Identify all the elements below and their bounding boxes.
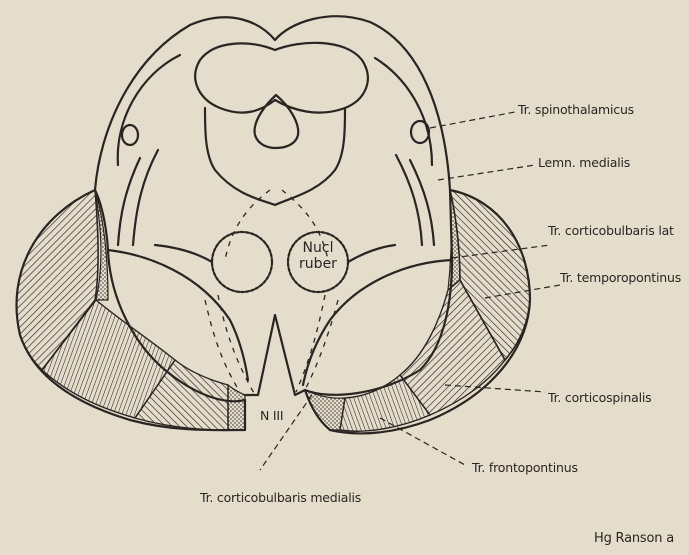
label-lemniscus-medialis: Lemn. medialis (538, 157, 630, 170)
cerebral-aqueduct (255, 95, 299, 148)
left-tr-spinothalamicus (122, 125, 138, 145)
left-red-nucleus (212, 232, 272, 292)
central-gray-outline (205, 108, 345, 205)
label-tr-frontopontinus: Tr. frontopontinus (472, 462, 578, 475)
leader-lemniscus (438, 165, 535, 180)
left-oculomotor-fibres-2 (205, 300, 240, 392)
label-tr-corticobulbaris-lat: Tr. corticobulbaris lat (548, 225, 674, 238)
tectum-outer-left (118, 55, 180, 165)
label-tr-spinothalamicus: Tr. spinothalamicus (518, 104, 634, 117)
right-oculomotor-fibres-1 (296, 295, 325, 392)
left-tr-corticobulbaris-med-area (228, 385, 245, 430)
label-tr-corticobulbaris-medialis: Tr. corticobulbaris medialis (200, 492, 361, 505)
leader-frontopontinus (380, 418, 465, 465)
right-lemniscus-medialis-inner (396, 155, 422, 245)
label-nucleus-ruber-line1: Nucl (290, 240, 346, 256)
figure-credit: Hg Ranson a (594, 532, 674, 545)
label-tr-temporopontinus: Tr. temporopontinus (560, 272, 681, 285)
left-crus-cerebri (17, 190, 245, 430)
tectum-right-arc (275, 43, 368, 113)
right-tr-spinothalamicus (411, 121, 429, 143)
left-lemniscus-medialis (118, 158, 140, 245)
label-nucleus-ruber: Nucl ruber (290, 240, 346, 272)
label-tr-corticospinalis: Tr. corticospinalis (548, 392, 651, 405)
leader-spinothalamicus (430, 112, 515, 128)
right-lemniscus-medialis (410, 160, 434, 245)
interpeduncular-fossa (245, 315, 305, 395)
tectum-left-arc (195, 43, 275, 112)
label-nucleus-ruber-line2: ruber (290, 256, 346, 272)
right-crus-cerebri (305, 190, 530, 433)
tectum-outer-right (375, 58, 432, 165)
right-lemniscus-lower (348, 245, 395, 262)
left-lemniscus-lower (155, 245, 212, 262)
label-nervus-oculomotorius: N III (260, 410, 283, 423)
leader-corticobulbaris-med (260, 395, 312, 470)
right-oculomotor-fibres-2 (305, 300, 338, 390)
